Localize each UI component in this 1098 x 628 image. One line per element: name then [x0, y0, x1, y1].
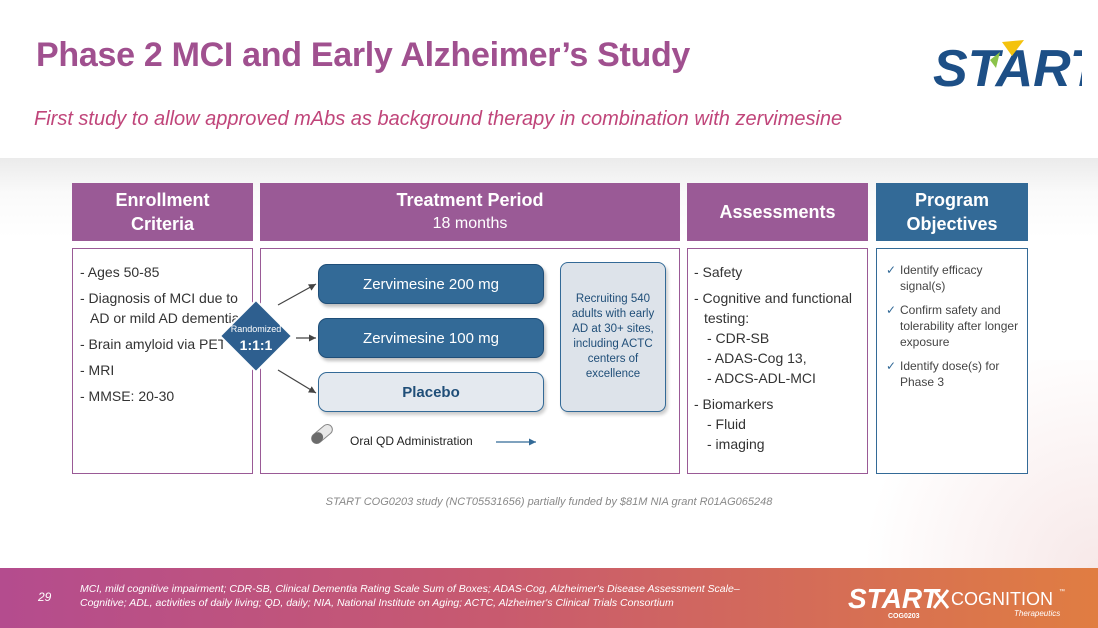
treatment-header: Treatment Period 18 months — [260, 183, 680, 241]
abbreviations-line: MCI, mild cognitive impairment; CDR-SB, … — [80, 583, 740, 595]
assessment-item: - Cognitive and functional testing: — [694, 290, 852, 326]
footer-cognition-logo: COGNITION — [951, 589, 1053, 609]
enrollment-item: - MRI — [80, 362, 115, 378]
randomized-label: Randomized — [230, 324, 282, 334]
objective-item: ✓ Identify efficacy signal(s) — [886, 262, 1026, 294]
objectives-header-line1: Program — [914, 190, 990, 210]
randomization-arrows — [277, 283, 536, 446]
cognition-x-icon — [932, 589, 950, 609]
enrollment-item: - Diagnosis of MCI due to AD or mild AD … — [80, 290, 240, 326]
objectives-list: ✓ Identify efficacy signal(s) ✓ Confirm … — [886, 262, 1026, 398]
abbreviations-footnote: MCI, mild cognitive impairment; CDR-SB, … — [80, 582, 780, 610]
objective-text: Confirm safety and tolerability after lo… — [900, 303, 1019, 349]
randomized-diamond: Randomized 1:1:1 — [218, 298, 294, 374]
checkmark-icon: ✓ — [886, 359, 897, 373]
enrollment-item: - MMSE: 20-30 — [80, 388, 175, 404]
assessments-list: - Safety - Cognitive and functional test… — [694, 262, 864, 454]
objective-item: ✓ Confirm safety and tolerability after … — [886, 302, 1026, 350]
study-funding-note: START COG0203 study (NCT05531656) partia… — [325, 496, 773, 508]
page-number: 29 — [38, 590, 52, 604]
slide-title: Phase 2 MCI and Early Alzheimer’s Study — [36, 36, 691, 74]
enrollment-list: - Ages 50-85 - Diagnosis of MCI due to A… — [80, 262, 252, 412]
assessment-subitem: - imaging — [707, 436, 765, 452]
arrow-to-placebo — [277, 369, 317, 394]
objective-text: Identify efficacy signal(s) — [900, 263, 983, 293]
objective-item: ✓ Identify dose(s) for Phase 3 — [886, 358, 1026, 390]
footer-logos: START COG0203 COGNITION ™ Therapeutics — [848, 583, 1065, 620]
objective-text: Identify dose(s) for Phase 3 — [900, 359, 1000, 389]
assessment-subitem: - CDR-SB — [707, 330, 770, 346]
recruiting-text: Recruiting 540 adults with early AD at 3… — [571, 293, 655, 380]
assessments-header-title: Assessments — [719, 202, 836, 222]
checkmark-icon: ✓ — [886, 263, 897, 277]
footer-cognition-sublabel: Therapeutics — [1014, 609, 1060, 618]
administration-label: Oral QD Administration — [350, 434, 473, 448]
enrollment-item: - Brain amyloid via PET — [80, 336, 227, 352]
abbreviations-line: Cognitive; ADL, activities of daily livi… — [80, 597, 674, 609]
enrollment-header-line2: Criteria — [130, 214, 195, 234]
enrollment-item: - Ages 50-85 — [80, 264, 160, 280]
treatment-header-title: Treatment Period — [396, 190, 544, 210]
footer-bar — [0, 568, 1098, 628]
enrollment-header-line1: Enrollment — [115, 190, 210, 210]
slide-subtitle: First study to allow approved mAbs as ba… — [34, 108, 843, 130]
pill-icon — [311, 424, 333, 444]
assessment-subitem: - ADCS-ADL-MCI — [707, 370, 816, 386]
footer-start-logo: START — [848, 583, 942, 614]
assessment-item: - Safety — [694, 264, 743, 280]
assessments-panel — [687, 248, 868, 474]
diamond-shape — [218, 298, 294, 374]
enrollment-header: Enrollment Criteria — [72, 183, 253, 241]
arm-zervimesine-100: Zervimesine 100 mg — [318, 318, 544, 358]
objectives-header: Program Objectives — [876, 183, 1028, 241]
start-logo-accent-icon — [1002, 40, 1024, 56]
footer-cognition-tm: ™ — [1059, 588, 1065, 595]
assessment-subitem: - ADAS-Cog 13, — [707, 350, 807, 366]
treatment-duration: 18 months — [432, 215, 508, 232]
enrollment-panel — [72, 248, 253, 474]
arrow-to-arm-200 — [277, 283, 317, 306]
assessments-header: Assessments — [687, 183, 868, 241]
assessment-subitem: - Fluid — [707, 416, 746, 432]
arm-zervimesine-200: Zervimesine 200 mg — [318, 264, 544, 304]
checkmark-icon: ✓ — [886, 303, 897, 317]
start-logo-accent-icon — [990, 52, 1000, 68]
arm-placebo: Placebo — [318, 372, 544, 412]
footer-start-sublabel: COG0203 — [888, 613, 920, 620]
objectives-header-line2: Objectives — [906, 214, 998, 234]
objectives-panel — [876, 248, 1028, 474]
start-logo: START — [933, 40, 1082, 92]
recruiting-box: Recruiting 540 adults with early AD at 3… — [560, 262, 666, 412]
randomization-ratio: 1:1:1 — [239, 337, 273, 353]
assessment-item: - Biomarkers — [694, 396, 774, 412]
